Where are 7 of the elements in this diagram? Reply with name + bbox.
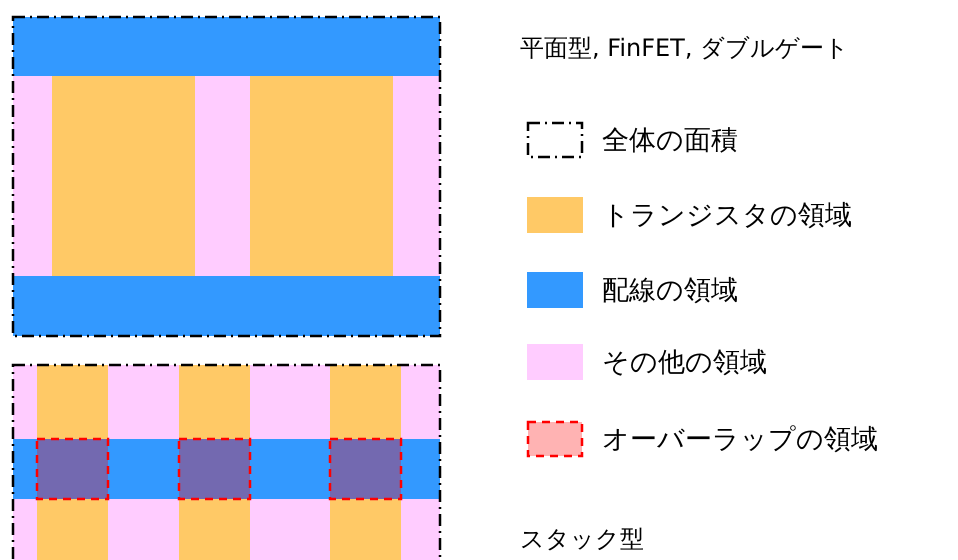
legend-text: 配線の領域	[602, 277, 738, 304]
heading: 平面型, FinFET, ダブルゲート	[520, 36, 850, 60]
legend-text: その他の領域	[602, 349, 767, 376]
legend-text: オーバーラップの領域	[602, 426, 878, 453]
legend-text: 全体の面積	[602, 127, 738, 154]
heading: スタック型	[520, 527, 644, 551]
legend-text: トランジスタの領域	[602, 202, 852, 229]
